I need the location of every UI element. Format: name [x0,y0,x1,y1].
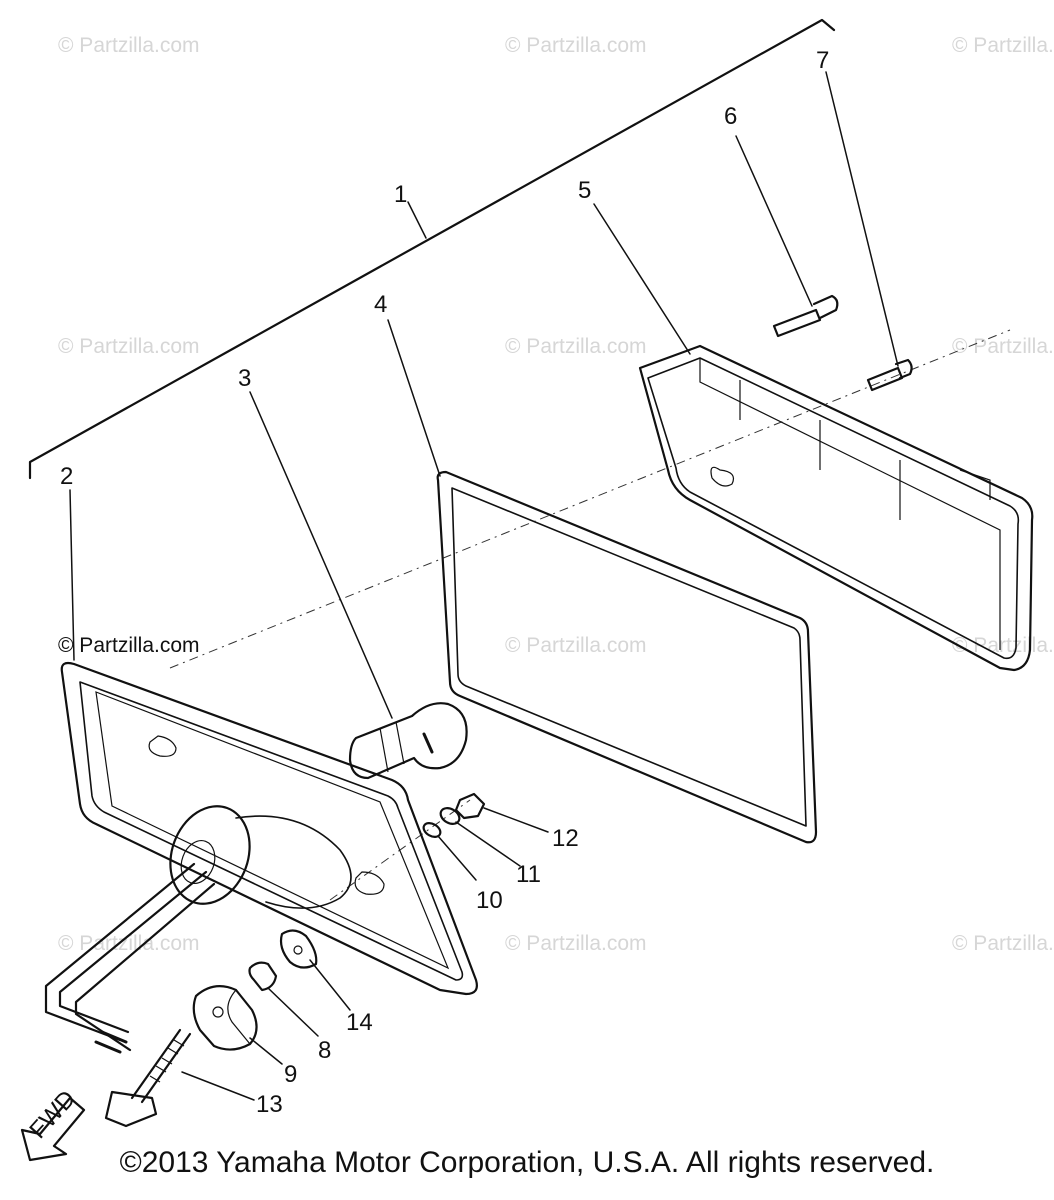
copyright-notice: ©2013 Yamaha Motor Corporation, U.S.A. A… [119,1146,935,1179]
center-lines [169,329,1011,901]
fwd-label: FWD [24,1085,81,1144]
assembly-bracket [28,18,836,480]
callout-12: 12 [552,825,579,852]
part-3-bulb [348,702,468,780]
part-4-gasket [436,470,818,844]
watermark: © Partzilla.com [505,335,647,358]
watermark: © Partzilla.com [952,932,1054,955]
watermark: © Partzilla.com [952,634,1054,657]
callout-11: 11 [516,861,541,888]
leader-lines [69,71,899,1101]
part-14-grommet [279,929,318,969]
callout-3: 3 [238,365,251,392]
callout-2: 2 [60,463,73,490]
part-10-washer [422,822,442,838]
watermark: © Partzilla.com [952,34,1054,57]
callout-6: 6 [724,103,737,130]
part-6-screw [772,294,839,338]
callout-1: 1 [394,181,407,208]
part-13-bolt [104,1028,192,1128]
watermark: © Partzilla.com [58,335,200,358]
part-11-washer [439,807,461,825]
watermark: © Partzilla.com [505,34,647,57]
watermark: © Partzilla.com [505,932,647,955]
callout-10: 10 [476,887,503,914]
part-5-lens [638,344,1034,672]
callout-numbers: 1 2 3 4 5 6 7 8 9 10 11 12 13 14 [60,47,829,1118]
callout-13: 13 [256,1091,283,1118]
part-2-base [60,661,478,996]
callout-8: 8 [318,1037,331,1064]
part-12-nut [454,792,486,820]
callout-4: 4 [374,291,387,318]
callout-9: 9 [284,1061,297,1088]
part-7-screw [866,358,913,392]
part-8-spacer [248,961,278,992]
callout-14: 14 [346,1009,373,1036]
part-9-damper [192,985,258,1051]
watermark: © Partzilla.com [58,634,200,657]
callout-7: 7 [816,47,829,74]
watermark: © Partzilla.com [58,932,200,955]
watermark: © Partzilla.com [505,634,647,657]
watermark: © Partzilla.com [58,34,200,57]
callout-5: 5 [578,177,591,204]
wiring-harness [44,862,216,1054]
watermark: © Partzilla.com [952,335,1054,358]
